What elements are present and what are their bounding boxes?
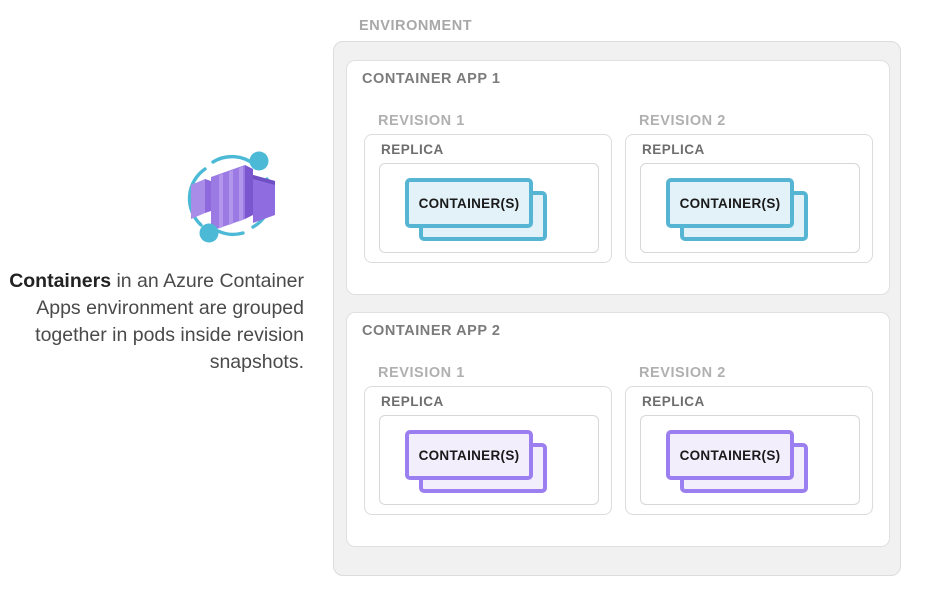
environment-panel: CONTAINER APP 1 REVISION 1 REPLICA CONTA… [333, 41, 901, 576]
revision-box-2-2: REPLICA CONTAINER(S) [625, 386, 873, 515]
replica-label-2-2: REPLICA [642, 394, 705, 409]
container-label-2-2: CONTAINER(S) [679, 447, 781, 463]
replica-label-1-2: REPLICA [642, 142, 705, 157]
revision-panel-1-1: REVISION 1 REPLICA CONTAINER(S) [364, 113, 612, 263]
container-label-1-1: CONTAINER(S) [418, 195, 520, 211]
container-card-front: CONTAINER(S) [666, 430, 794, 480]
revision-label-1-1: REVISION 1 [378, 113, 465, 129]
revision-panel-2-2: REVISION 2 REPLICA CONTAINER(S) [625, 365, 873, 515]
container-stack-2-1: CONTAINER(S) [405, 430, 547, 493]
caption-column: Containers in an Azure Container Apps en… [0, 0, 320, 593]
container-apps-diagram: ENVIRONMENT CONTAINER APP 1 REVISION 1 R… [333, 18, 925, 578]
caption-rest: in an Azure Container Apps environment a… [35, 270, 304, 373]
container-app-panel-2: CONTAINER APP 2 REVISION 1 REPLICA CONTA… [346, 312, 890, 547]
container-stack-1-1: CONTAINER(S) [405, 178, 547, 241]
environment-label: ENVIRONMENT [359, 18, 473, 34]
container-app-label-1: CONTAINER APP 1 [362, 71, 501, 87]
revision-label-2-1: REVISION 1 [378, 365, 465, 381]
replica-box-1-2: CONTAINER(S) [640, 163, 860, 253]
revision-label-1-2: REVISION 2 [639, 113, 726, 129]
caption-text: Containers in an Azure Container Apps en… [8, 268, 304, 376]
container-app-panel-1: CONTAINER APP 1 REVISION 1 REPLICA CONTA… [346, 60, 890, 295]
replica-box-1-1: CONTAINER(S) [379, 163, 599, 253]
container-card-front: CONTAINER(S) [405, 430, 533, 480]
replica-box-2-2: CONTAINER(S) [640, 415, 860, 505]
revision-label-2-2: REVISION 2 [639, 365, 726, 381]
azure-container-apps-icon [183, 145, 283, 250]
container-label-2-1: CONTAINER(S) [418, 447, 520, 463]
replica-label-2-1: REPLICA [381, 394, 444, 409]
revision-box-2-1: REPLICA CONTAINER(S) [364, 386, 612, 515]
caption-bold-word: Containers [9, 270, 112, 292]
revision-panel-1-2: REVISION 2 REPLICA CONTAINER(S) [625, 113, 873, 263]
container-stack-1-2: CONTAINER(S) [666, 178, 808, 241]
revision-box-1-2: REPLICA CONTAINER(S) [625, 134, 873, 263]
container-card-front: CONTAINER(S) [405, 178, 533, 228]
replica-label-1-1: REPLICA [381, 142, 444, 157]
revision-box-1-1: REPLICA CONTAINER(S) [364, 134, 612, 263]
replica-box-2-1: CONTAINER(S) [379, 415, 599, 505]
revision-panel-2-1: REVISION 1 REPLICA CONTAINER(S) [364, 365, 612, 515]
container-app-label-2: CONTAINER APP 2 [362, 323, 501, 339]
container-label-1-2: CONTAINER(S) [679, 195, 781, 211]
container-stack-2-2: CONTAINER(S) [666, 430, 808, 493]
container-card-front: CONTAINER(S) [666, 178, 794, 228]
